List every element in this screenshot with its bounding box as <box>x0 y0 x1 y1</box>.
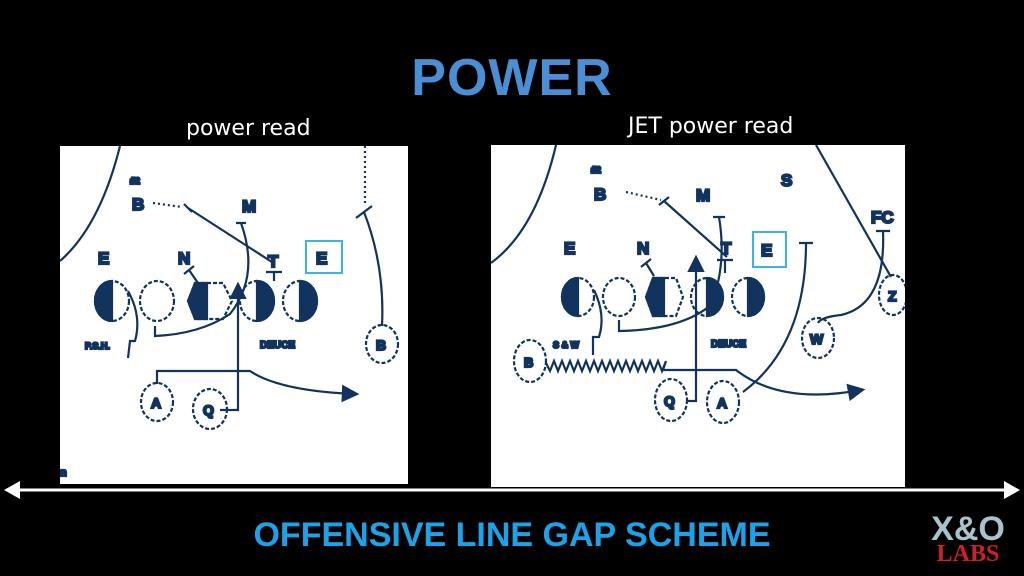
left-caption: power read <box>186 116 311 141</box>
label-a: A <box>151 395 161 411</box>
label-q: Q <box>664 393 675 409</box>
scheme-label: OFFENSIVE LINE GAP SCHEME <box>253 516 771 554</box>
sweep-arrow <box>155 369 360 403</box>
label-n: N <box>178 249 190 268</box>
highlight-box <box>305 240 343 274</box>
xo-labs-logo: X&O LABS <box>928 512 1008 566</box>
label-e: E <box>98 249 109 268</box>
label-b-left: B <box>524 355 533 370</box>
label-fc: FC <box>871 208 894 227</box>
double-arrow <box>4 481 1020 499</box>
jet-motion-line <box>545 358 668 374</box>
label-m: M <box>242 197 256 216</box>
label-b-right: B <box>376 337 386 353</box>
label-deuce: DEUCE <box>260 340 295 351</box>
label-q: Q <box>203 402 214 418</box>
offensive-line <box>93 279 319 323</box>
slide-title: POWER <box>411 49 613 107</box>
right-caption: JET power read <box>628 114 794 139</box>
corner-text: n <box>60 467 67 479</box>
label-w: W <box>810 331 824 347</box>
label-e-box: E <box>316 249 327 268</box>
label-a: A <box>717 395 727 411</box>
label-n: N <box>637 239 649 258</box>
qb-read-arrow <box>687 254 705 403</box>
label-t: T <box>721 239 732 258</box>
label-b: B <box>594 185 606 204</box>
label-t: T <box>268 252 279 271</box>
route-line <box>60 146 122 262</box>
a-route <box>742 241 813 393</box>
label-m: M <box>696 186 710 205</box>
pull-path <box>153 221 250 338</box>
w-route <box>817 229 890 324</box>
block-line <box>658 196 728 258</box>
z-route <box>815 145 892 278</box>
label-e: E <box>564 239 575 258</box>
b-route <box>355 205 384 327</box>
jet-power-read-diagram: #2 B M S FC E N T E S & W DEUCE B Q A W … <box>491 145 905 487</box>
highlight-box <box>752 231 787 268</box>
label-num: #2 <box>591 165 601 175</box>
label-z: Z <box>888 288 897 304</box>
edge-block <box>126 290 139 359</box>
label-e-box: E <box>761 241 772 260</box>
logo-bottom: LABS <box>936 541 1000 567</box>
power-read-diagram: #2 B M E N T E P.S.H. DEUCE A Q B n <box>60 146 408 484</box>
offensive-line <box>560 276 766 318</box>
t-block <box>266 270 282 281</box>
n-block <box>183 265 199 284</box>
label-num: #2 <box>130 176 140 186</box>
label-deuce: DEUCE <box>711 339 746 350</box>
label-s: S <box>781 171 792 190</box>
label-sw: S & W <box>553 340 580 350</box>
label-b: B <box>132 195 144 214</box>
sweep-arrow <box>663 368 866 402</box>
logo-top: X&O <box>931 510 1005 548</box>
label-psh: P.S.H. <box>85 341 110 351</box>
dotted-line <box>152 201 183 209</box>
block-line <box>183 203 276 265</box>
